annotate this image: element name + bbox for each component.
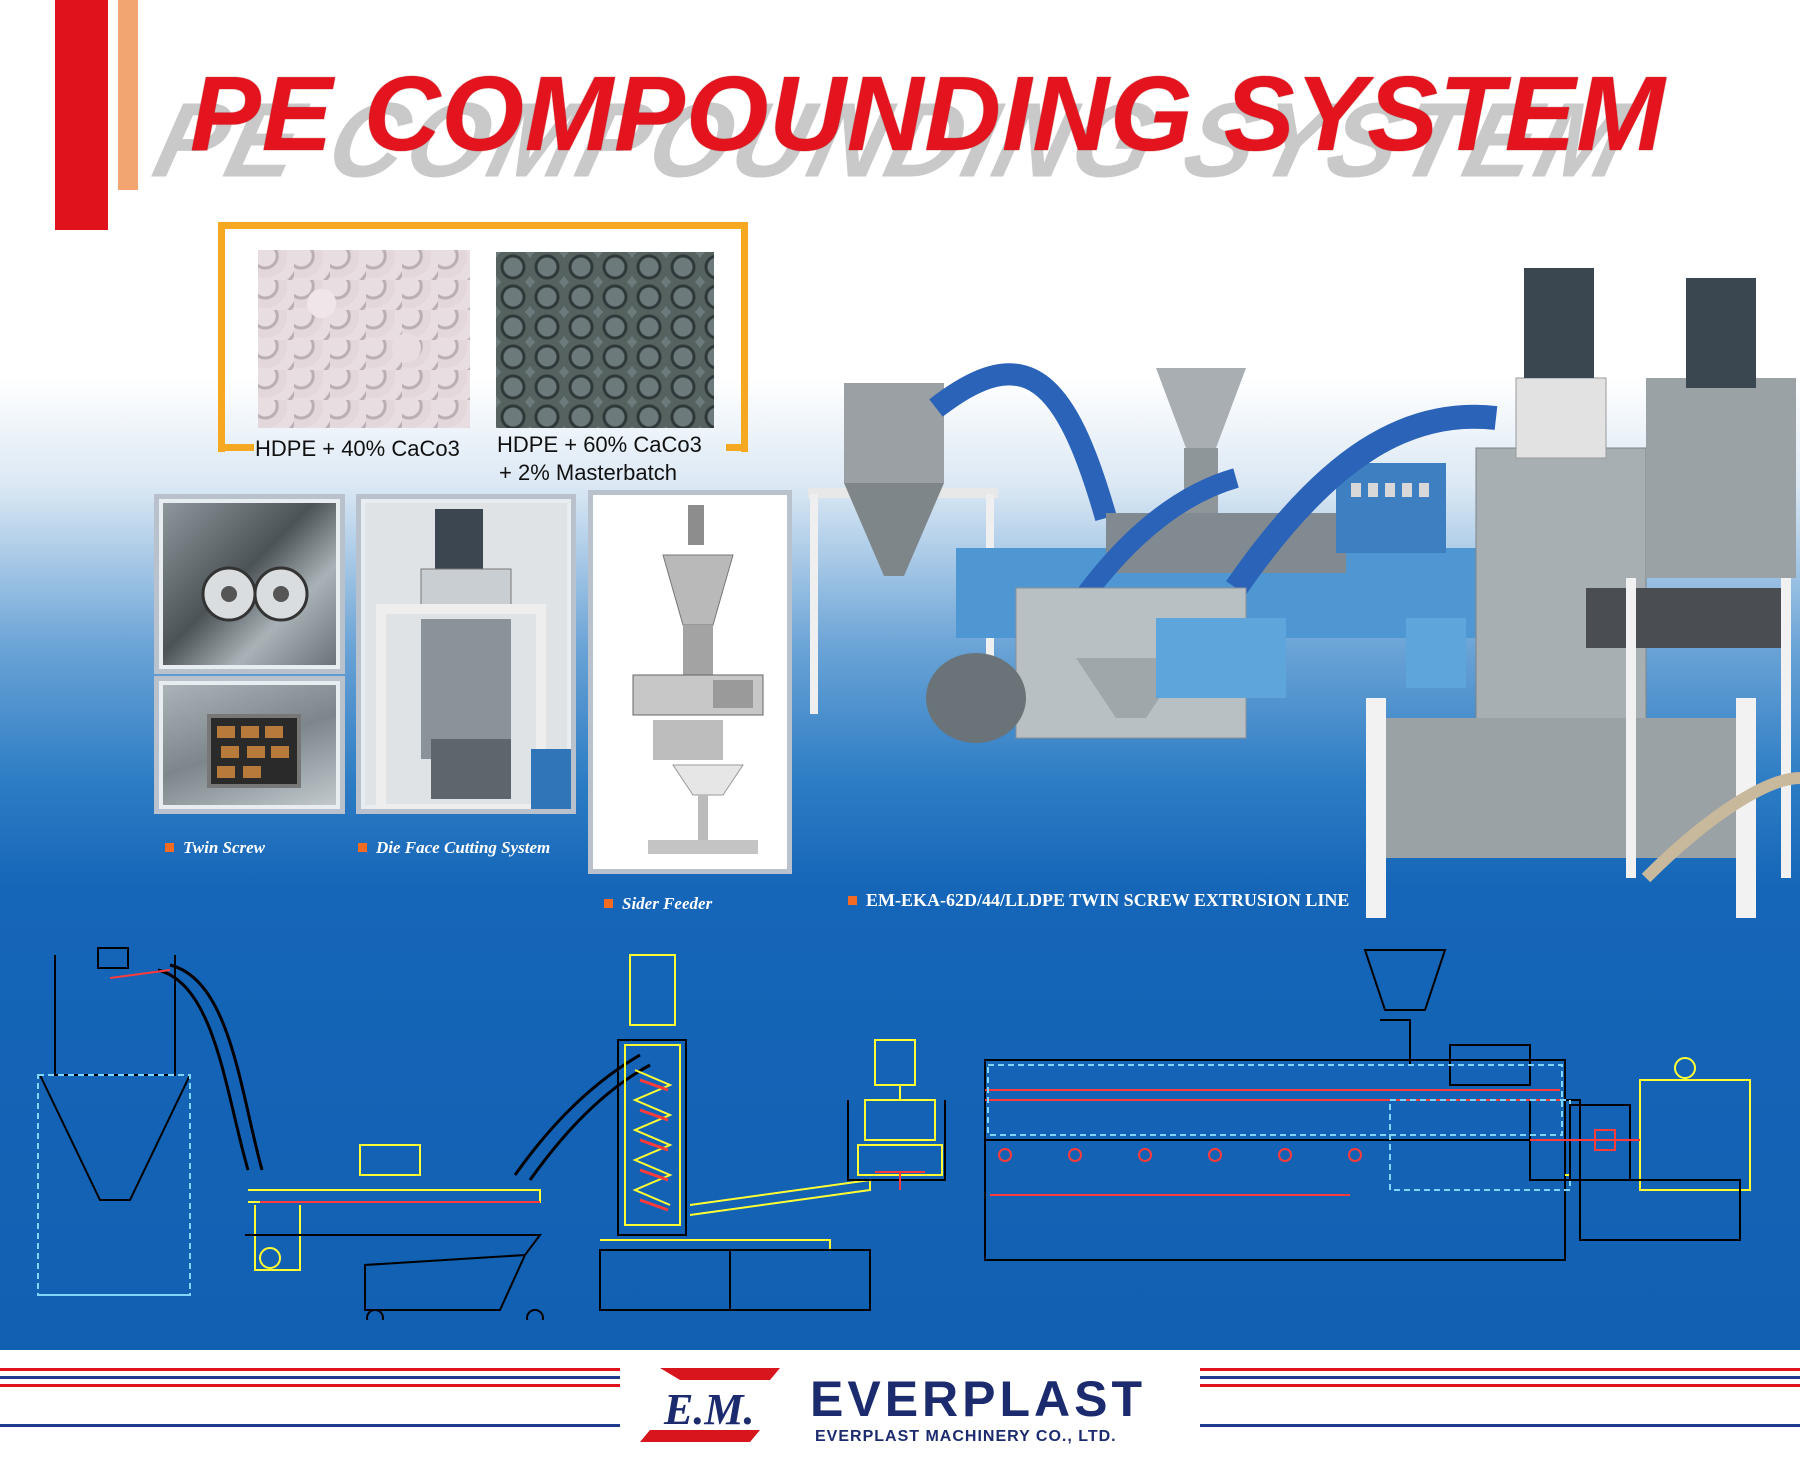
bullet-icon — [848, 896, 857, 905]
die-face-cutting-photo — [356, 494, 576, 814]
page-title: PE COMPOUNDING SYSTEM — [190, 55, 1666, 173]
sample-caption-2-line2: + 2% Masterbatch — [499, 460, 677, 485]
sample-frame — [218, 222, 748, 452]
twin-screw-photo-bottom — [154, 676, 345, 814]
sample-caption-1: HDPE + 40% CaCo3 — [255, 436, 460, 461]
sample-caption-2: HDPE + 60% CaCo3 — [497, 432, 702, 457]
label-twin-screw-text: Twin Screw — [183, 838, 266, 857]
twin-screw-photo-top — [154, 494, 345, 674]
sample-frame-corner-right — [726, 444, 748, 451]
label-die-face-cutting: Die Face Cutting System — [358, 838, 550, 858]
everplast-logo-icon: E.M. — [640, 1368, 780, 1442]
accent-bar-red — [55, 0, 108, 230]
label-extrusion-line: EM-EKA-62D/44/LLDPE TWIN SCREW EXTRUSION… — [848, 890, 1349, 911]
company-full-name: EVERPLAST MACHINERY CO., LTD. — [815, 1428, 1117, 1445]
label-side-feeder-text: Sider Feeder — [622, 894, 713, 913]
footer-stripe — [1200, 1384, 1800, 1387]
footer-stripe — [1200, 1376, 1800, 1379]
sample-frame-corner-left — [218, 444, 254, 451]
label-side-feeder: Sider Feeder — [604, 894, 712, 914]
extrusion-line-photo — [806, 258, 1800, 928]
system-schematic-drawing — [37, 947, 1751, 1320]
bullet-icon — [358, 843, 367, 852]
footer-stripe — [0, 1384, 620, 1387]
label-die-face-cutting-text: Die Face Cutting System — [376, 838, 551, 857]
footer-stripe — [0, 1424, 620, 1427]
pellet-image-white — [258, 250, 470, 428]
footer-stripe — [1200, 1368, 1800, 1371]
bullet-icon — [604, 899, 613, 908]
footer-stripe — [0, 1376, 620, 1379]
accent-bar-orange — [118, 0, 138, 190]
label-extrusion-line-text: EM-EKA-62D/44/LLDPE TWIN SCREW EXTRUSION… — [866, 890, 1350, 910]
footer — [0, 1350, 1800, 1458]
footer-stripe — [1200, 1424, 1800, 1427]
label-twin-screw: Twin Screw — [165, 838, 265, 858]
company-name: EVERPLAST — [810, 1371, 1147, 1427]
pellet-image-gray — [496, 252, 714, 428]
footer-stripe — [0, 1368, 620, 1371]
logo-mark-text: E.M. — [663, 1385, 754, 1434]
side-feeder-photo — [588, 490, 792, 874]
bullet-icon — [165, 843, 174, 852]
